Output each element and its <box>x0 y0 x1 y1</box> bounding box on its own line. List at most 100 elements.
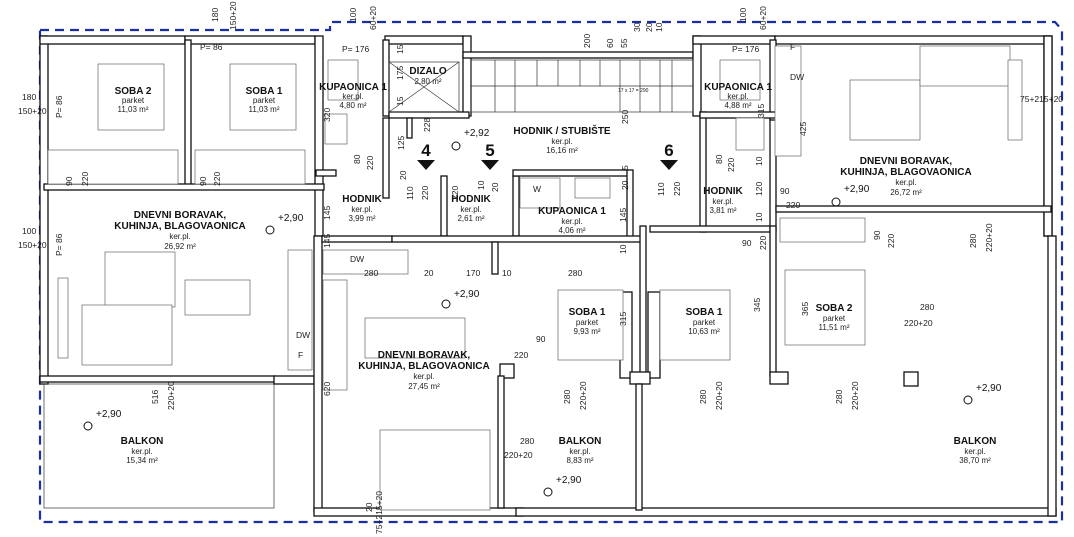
room-soba2-left-name: SOBA 2 <box>115 86 152 97</box>
room-dnevni-mid-area: 27,45 m² <box>408 382 440 391</box>
dim: 150+20 <box>18 106 47 116</box>
dim: 20 <box>620 180 630 190</box>
room-dnevni-left-name: DNEVNI BORAVAK, <box>134 210 227 221</box>
exterior-walls <box>39 35 1057 517</box>
dim: 320 <box>322 108 332 122</box>
dim: 180 <box>22 92 36 102</box>
room-dnevni-right-name2: KUHINJA, BLAGOVAONICA <box>840 167 971 178</box>
room-soba2-left-area: 11,03 m² <box>118 105 149 114</box>
room-hodnik-c-area: 3,81 m² <box>709 206 736 215</box>
dim: P= 86 <box>54 233 64 256</box>
level-mark: +2,90 <box>556 475 582 486</box>
room-kup1-right-area: 4,88 m² <box>724 101 751 110</box>
room-dizalo-area: 2,80 m² <box>414 77 441 86</box>
dim: 55 <box>619 38 629 48</box>
room-soba2-right-area: 11,51 m² <box>819 323 850 332</box>
room-kup1-left-floor: ker.pl. <box>342 92 363 101</box>
washer-label: W <box>533 184 541 194</box>
dim: 145 <box>322 206 332 220</box>
dim: 220 <box>514 350 528 360</box>
dim: 280 <box>364 268 378 278</box>
level-mark: +2,90 <box>278 213 304 224</box>
dim: 220+20 <box>578 381 588 410</box>
dim: 280 <box>562 390 572 404</box>
dim: 10 <box>502 268 512 278</box>
dim: 280 <box>568 268 582 278</box>
dimension-labels: 180 150+20 100 60+20 200 60 55 30 20 10 … <box>18 1 1063 534</box>
room-balkon-left-name: BALKON <box>121 436 164 447</box>
room-dnevni-left-area: 26,92 m² <box>164 242 196 251</box>
dim: 220 <box>786 200 800 210</box>
room-kup1-right-name: KUPAONICA 1 <box>704 82 772 93</box>
room-balkon-mid-area: 8,83 m² <box>566 456 593 465</box>
dim: 220 <box>212 172 222 186</box>
room-hodnik-a-floor: ker.pl. <box>351 205 372 214</box>
dim: 315 <box>756 104 766 118</box>
room-soba2-right-name: SOBA 2 <box>816 303 853 314</box>
dim: 10 <box>618 244 628 254</box>
room-kup1-left-area: 4,80 m² <box>339 101 366 110</box>
dim: 100 <box>348 8 358 22</box>
dim: 30 <box>632 22 642 32</box>
dim: 180 <box>210 8 220 22</box>
room-hodnik-a-area: 3,99 m² <box>348 214 375 223</box>
room-dnevni-left-floor: ker.pl. <box>169 232 190 241</box>
apartment-markers: 4 5 6 <box>417 141 678 170</box>
room-kup1-left-name: KUPAONICA 1 <box>319 82 387 93</box>
dim: 90 <box>872 230 882 240</box>
dim: 80 <box>352 154 362 164</box>
dim: 220+20 <box>850 381 860 410</box>
room-soba1-left-floor: parket <box>253 96 276 105</box>
dim: 345 <box>752 298 762 312</box>
dw-label: DW <box>350 254 364 264</box>
staircase: 17 x 17 = 290 <box>388 59 694 113</box>
apartment-5: 5 <box>485 141 494 160</box>
dim: 170 <box>466 268 480 278</box>
room-hodnik-stubiste-name: HODNIK / STUBIŠTE <box>513 124 611 137</box>
dim: 220+20 <box>904 318 933 328</box>
dim: 10 <box>476 180 486 190</box>
room-dnevni-mid-name: DNEVNI BORAVAK, <box>378 350 471 361</box>
room-dnevni-left-name2: KUHINJA, BLAGOVAONICA <box>114 221 245 232</box>
dim: 20 <box>398 170 408 180</box>
room-dnevni-right-area: 26,72 m² <box>890 188 922 197</box>
level-mark: +2,90 <box>454 289 480 300</box>
dim: 75+215+20 <box>1020 94 1063 104</box>
room-soba1-mid-a-name: SOBA 1 <box>569 307 606 318</box>
dim: 425 <box>798 122 808 136</box>
level-mark: +2,90 <box>976 383 1002 394</box>
room-dizalo-name: DIZALO <box>409 66 446 77</box>
room-balkon-left-floor: ker.pl. <box>131 447 152 456</box>
dim: 15 <box>395 44 405 54</box>
room-kup1-mid-area: 4,06 m² <box>558 226 585 235</box>
apartment-4: 4 <box>421 141 431 160</box>
room-soba1-mid-a-area: 9,93 m² <box>573 327 600 336</box>
room-dnevni-mid-name2: KUHINJA, BLAGOVAONICA <box>358 361 489 372</box>
dim: 250 <box>620 110 630 124</box>
room-dnevni-mid-floor: ker.pl. <box>413 372 434 381</box>
dim: 175 <box>395 66 405 80</box>
dim: 100 <box>738 8 748 22</box>
dim: P= 176 <box>342 44 369 54</box>
dim: 280 <box>698 390 708 404</box>
dim: 90 <box>198 176 208 186</box>
room-soba1-left-area: 11,03 m² <box>249 105 280 114</box>
dim: 220 <box>758 236 768 250</box>
dim: 20 <box>364 502 374 512</box>
dim: 100 <box>22 226 36 236</box>
room-hodnik-stubiste-floor: ker.pl. <box>551 137 572 146</box>
dim: 5 <box>620 165 630 170</box>
apartment-6: 6 <box>664 141 673 160</box>
room-balkon-mid-name: BALKON <box>559 436 602 447</box>
dim: 220 <box>420 186 430 200</box>
dim: 90 <box>780 186 790 196</box>
dim: 220+20 <box>984 223 994 252</box>
room-balkon-right-area: 38,70 m² <box>959 456 991 465</box>
dim: 220 <box>80 172 90 186</box>
dim: 220 <box>450 186 460 200</box>
room-soba1-mid-b-name: SOBA 1 <box>686 307 723 318</box>
dim: 60+20 <box>758 6 768 30</box>
dim: 15 <box>395 96 405 106</box>
level-markers: +2,92 +2,90 +2,90 +2,90 +2,90 +2,90 +2,9… <box>83 128 1002 497</box>
room-soba1-mid-a-floor: parket <box>576 318 599 327</box>
